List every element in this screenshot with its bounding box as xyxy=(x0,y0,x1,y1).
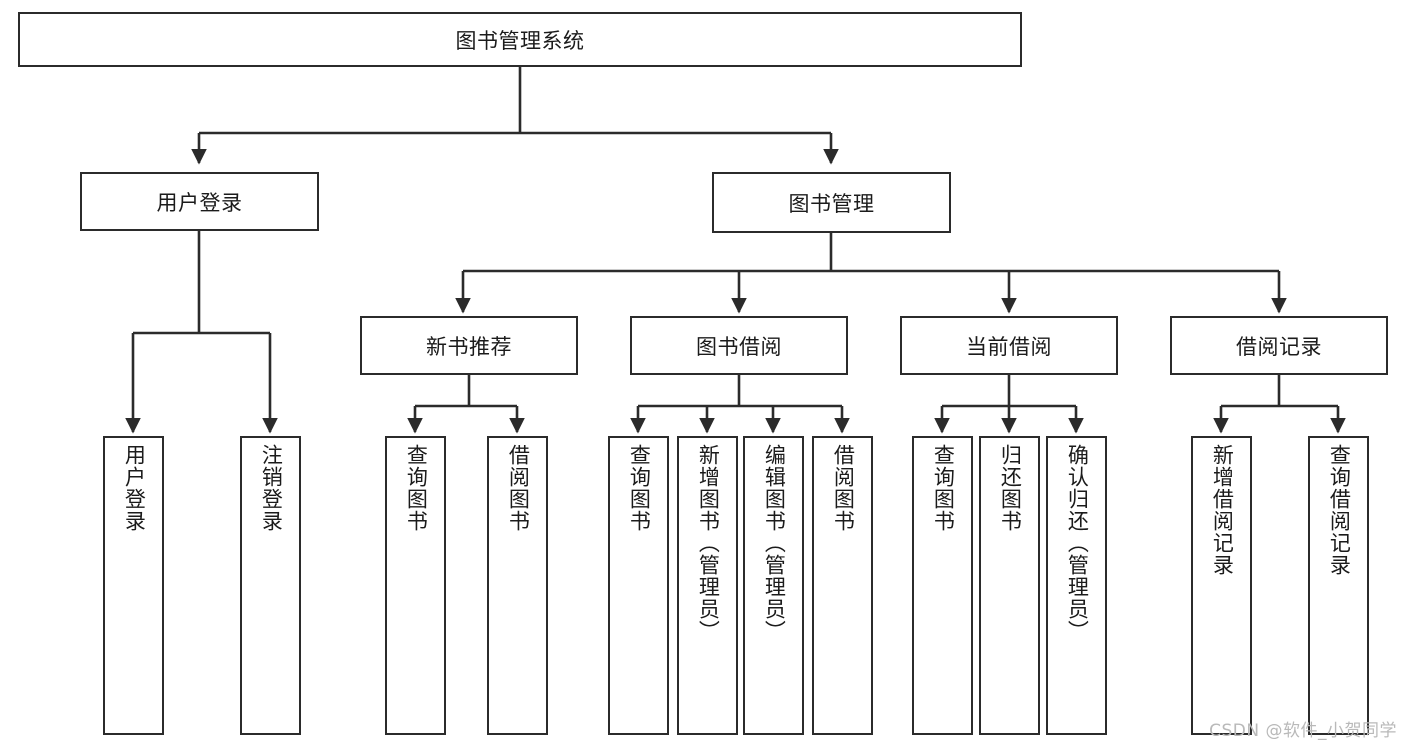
leaf-label: 新增图书（管理员） xyxy=(696,444,721,642)
node-book-management-label: 图书管理 xyxy=(788,191,875,216)
leaf-label: 查询图书 xyxy=(404,444,429,532)
leaf-label: 确认归还（管理员） xyxy=(1065,444,1090,642)
leaf-recommend-borrow-book[interactable]: 借阅图书 xyxy=(487,436,548,735)
leaf-current-query-book[interactable]: 查询图书 xyxy=(912,436,973,735)
node-user-login[interactable]: 用户登录 xyxy=(80,172,319,231)
leaf-current-confirm-return-admin[interactable]: 确认归还（管理员） xyxy=(1046,436,1107,735)
leaf-label: 查询图书 xyxy=(627,444,652,532)
leaf-record-query-record[interactable]: 查询借阅记录 xyxy=(1308,436,1369,735)
node-new-book-recommend-label: 新书推荐 xyxy=(426,334,512,359)
leaf-label: 查询图书 xyxy=(931,444,956,532)
node-user-login-label: 用户登录 xyxy=(156,190,243,215)
node-borrow-record-label: 借阅记录 xyxy=(1236,334,1322,359)
node-root-label: 图书管理系统 xyxy=(455,28,585,53)
leaf-label: 用户登录 xyxy=(122,444,147,532)
leaf-label: 查询借阅记录 xyxy=(1327,444,1352,576)
leaf-current-return-book[interactable]: 归还图书 xyxy=(979,436,1040,735)
leaf-label: 借阅图书 xyxy=(506,444,531,532)
leaf-label: 新增借阅记录 xyxy=(1210,444,1235,576)
leaf-borrow-borrow-book[interactable]: 借阅图书 xyxy=(812,436,873,735)
node-new-book-recommend[interactable]: 新书推荐 xyxy=(360,316,578,375)
node-book-borrow[interactable]: 图书借阅 xyxy=(630,316,848,375)
node-book-borrow-label: 图书借阅 xyxy=(696,334,782,359)
leaf-recommend-query-book[interactable]: 查询图书 xyxy=(385,436,446,735)
node-current-borrow[interactable]: 当前借阅 xyxy=(900,316,1118,375)
node-borrow-record[interactable]: 借阅记录 xyxy=(1170,316,1388,375)
leaf-label: 借阅图书 xyxy=(831,444,856,532)
leaf-record-add-record[interactable]: 新增借阅记录 xyxy=(1191,436,1252,735)
leaf-label: 注销登录 xyxy=(259,444,284,532)
leaf-borrow-edit-book-admin[interactable]: 编辑图书（管理员） xyxy=(743,436,804,735)
leaf-user-login-login[interactable]: 用户登录 xyxy=(103,436,164,735)
leaf-borrow-query-book[interactable]: 查询图书 xyxy=(608,436,669,735)
node-book-management[interactable]: 图书管理 xyxy=(712,172,951,233)
leaf-borrow-add-book-admin[interactable]: 新增图书（管理员） xyxy=(677,436,738,735)
leaf-label: 编辑图书（管理员） xyxy=(762,444,787,642)
leaf-user-login-logout[interactable]: 注销登录 xyxy=(240,436,301,735)
node-root-system[interactable]: 图书管理系统 xyxy=(18,12,1022,67)
leaf-label: 归还图书 xyxy=(998,444,1023,532)
csdn-watermark: CSDN @软件_小贺同学 xyxy=(1209,721,1397,741)
node-current-borrow-label: 当前借阅 xyxy=(966,334,1052,359)
